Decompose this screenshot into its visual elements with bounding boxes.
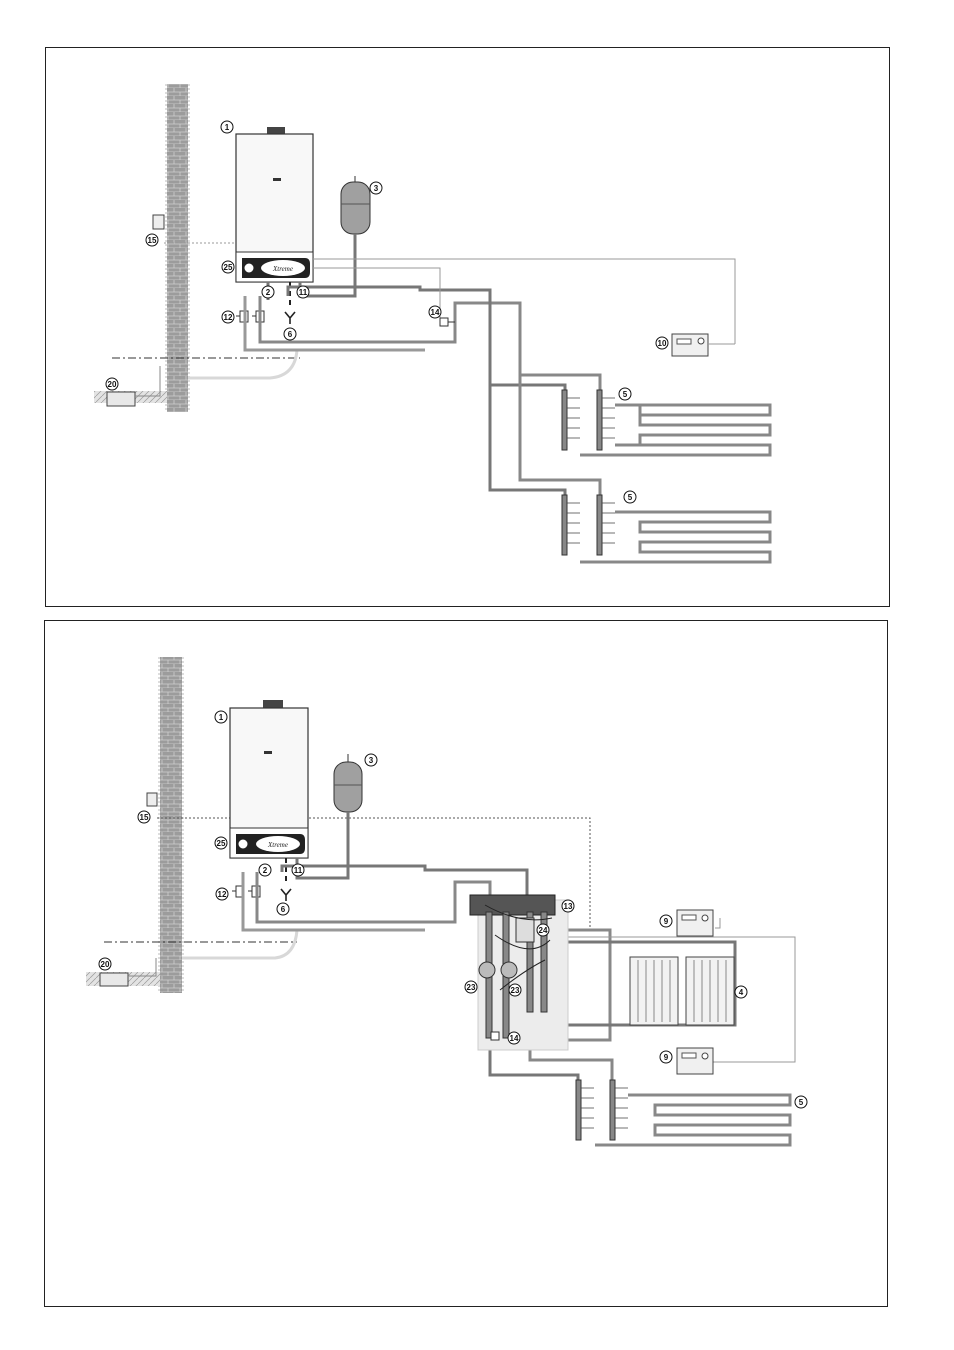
svg-text:11: 11 — [299, 288, 308, 297]
top-callout-3: 3 — [370, 182, 382, 194]
svg-text:5: 5 — [628, 493, 633, 502]
top-flow-sensor — [440, 318, 455, 326]
top-callout-15: 15 — [146, 234, 158, 246]
top-callout-5b: 5 — [624, 491, 636, 503]
svg-text:12: 12 — [224, 313, 233, 322]
top-callout-1: 1 — [221, 121, 233, 133]
top-boiler: Xtreme — [236, 127, 313, 282]
svg-text:1: 1 — [225, 123, 230, 132]
top-callout-11: 11 — [297, 286, 309, 298]
top-callout-12: 12 — [222, 311, 234, 323]
top-underfloor-loop-1 — [562, 390, 770, 455]
top-callout-14: 14 — [429, 306, 441, 318]
top-room-thermostat — [672, 334, 735, 356]
top-callout-25: 25 — [222, 261, 234, 273]
top-external-sensor — [153, 215, 234, 243]
svg-text:10: 10 — [658, 339, 667, 348]
svg-text:3: 3 — [374, 184, 379, 193]
top-callout-10: 10 — [656, 337, 668, 349]
svg-text:25: 25 — [224, 263, 233, 272]
top-callout-5a: 5 — [619, 388, 631, 400]
svg-text:6: 6 — [288, 330, 293, 339]
svg-text:Xtreme: Xtreme — [272, 265, 293, 273]
svg-text:20: 20 — [108, 380, 117, 389]
top-brick-wall — [166, 84, 189, 412]
svg-text:2: 2 — [266, 288, 271, 297]
svg-text:5: 5 — [623, 390, 628, 399]
top-expansion-vessel — [341, 176, 370, 234]
top-callout-20: 20 — [106, 378, 118, 390]
svg-text:15: 15 — [148, 236, 157, 245]
bottom-installation-diagram-panel — [44, 620, 888, 1307]
top-underfloor-loop-2 — [562, 495, 770, 562]
top-callout-2: 2 — [262, 286, 274, 298]
svg-text:14: 14 — [431, 308, 440, 317]
top-drain-line — [188, 350, 297, 378]
top-callout-6: 6 — [284, 328, 296, 340]
